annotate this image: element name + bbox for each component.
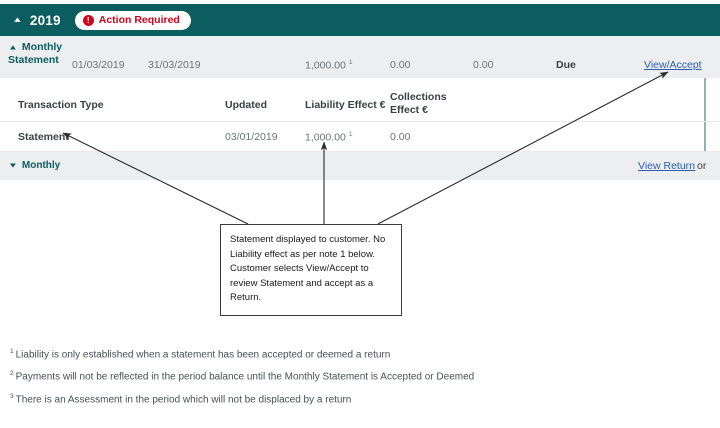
summary-collections-effect: 0.00 xyxy=(390,59,411,71)
monthly-statement-summary-row[interactable]: ▲Monthly Statement 01/03/2019 31/03/2019… xyxy=(0,36,720,78)
chevron-up-icon[interactable]: ▲ xyxy=(12,15,23,24)
annotation-callout: Statement displayed to customer. No Liab… xyxy=(220,224,402,316)
summary-liability-footnote: 1 xyxy=(348,59,353,66)
view-return-link[interactable]: View Return xyxy=(638,160,696,172)
table-header-row: Transaction Type Updated Liability Effec… xyxy=(0,78,720,122)
footnote-1-marker: 1 xyxy=(10,348,14,355)
monthly-footer-label-text: Monthly xyxy=(21,160,61,171)
cell-transaction-type: Statement xyxy=(18,131,69,143)
footnote-1-text: Liability is only established when a sta… xyxy=(15,349,391,361)
chevron-down-icon[interactable]: ▼ xyxy=(8,161,18,170)
view-accept-link[interactable]: View/Accept xyxy=(644,59,702,71)
footnote-2-text: Payments will not be reflected in the pe… xyxy=(15,371,475,383)
cell-collections-effect: 0.00 xyxy=(390,131,411,143)
chevron-up-icon[interactable]: ▲ xyxy=(8,43,18,52)
period-start-date: 01/03/2019 xyxy=(72,59,125,71)
monthly-statement-label-text: Monthly Statement xyxy=(8,41,63,66)
period-end-date: 31/03/2019 xyxy=(148,59,201,71)
summary-outstanding: 0.00 xyxy=(473,59,494,71)
year-label: 2019 xyxy=(29,12,61,28)
cell-liability-effect-value: 1,000.00 xyxy=(305,131,346,144)
status-badge-label: Action Required xyxy=(98,14,180,26)
summary-status: Due xyxy=(556,59,576,71)
column-header-collections-effect: Collections Effect € xyxy=(390,91,447,116)
column-header-liability-effect: Liability Effect € xyxy=(305,99,386,111)
table-right-rail xyxy=(704,122,706,151)
column-header-updated: Updated xyxy=(225,99,267,111)
cell-updated: 03/01/2019 xyxy=(225,131,278,143)
annotation-callout-text: Statement displayed to customer. No Liab… xyxy=(230,234,386,304)
footnote-2-marker: 2 xyxy=(10,370,14,378)
detail-table: Transaction Type Updated Liability Effec… xyxy=(0,78,720,180)
status-badge: ! Action Required xyxy=(74,10,191,30)
alert-circle-icon: ! xyxy=(82,14,94,26)
footnote-3-marker: 3 xyxy=(10,392,14,400)
view-return-trailing-text: or xyxy=(697,160,707,172)
monthly-statement-label[interactable]: ▲Monthly Statement xyxy=(8,41,74,67)
year-header-band[interactable]: ▲ 2019 ! Action Required xyxy=(0,4,720,36)
summary-liability-effect-value: 1,000.00 xyxy=(305,59,346,72)
monthly-footer-row[interactable]: ▼Monthly View Return or xyxy=(0,152,720,180)
monthly-footer-label[interactable]: ▼Monthly xyxy=(8,160,60,171)
cell-liability-footnote: 1 xyxy=(348,131,353,138)
footnote-3-text: There is an Assessment in the period whi… xyxy=(15,393,352,405)
table-right-rail xyxy=(704,78,706,121)
column-header-transaction-type: Transaction Type xyxy=(18,99,104,111)
